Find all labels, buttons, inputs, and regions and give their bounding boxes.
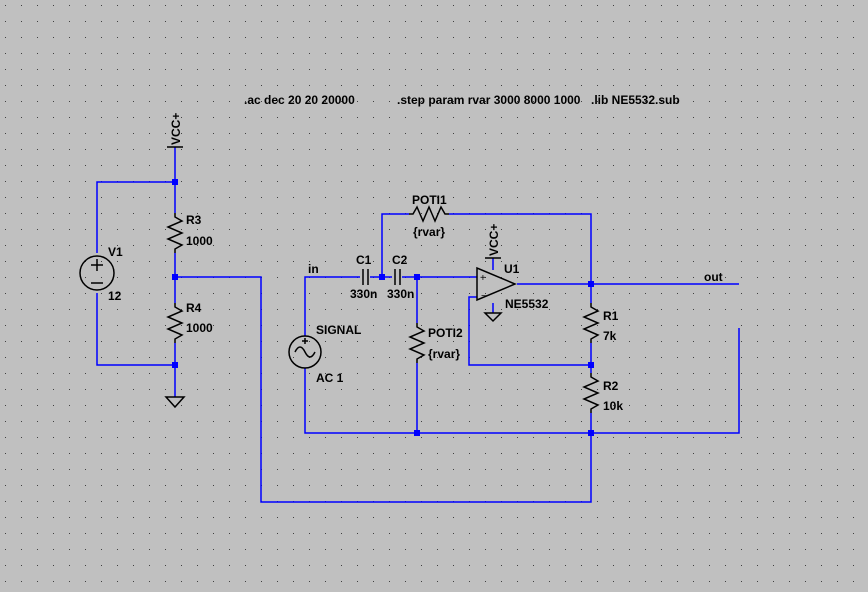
- junction: [588, 281, 594, 287]
- u1-opamp[interactable]: + − U1 NE5532: [476, 262, 549, 311]
- v1-voltage-source[interactable]: V1 12: [79, 245, 123, 303]
- signal-source[interactable]: SIGNAL AC 1: [288, 323, 361, 385]
- r1-resistor[interactable]: R1 7k: [582, 303, 619, 343]
- r1-value: 7k: [603, 329, 617, 343]
- poti2-resistor[interactable]: POTI2 {rvar}: [408, 323, 463, 363]
- c1-capacitor[interactable]: C1 330n: [350, 253, 377, 301]
- r3-value: 1000: [186, 234, 213, 248]
- poti2-name: POTI2: [428, 326, 463, 340]
- vcc-label: VCC+: [487, 224, 501, 256]
- c2-capacitor[interactable]: C2 330n: [387, 253, 414, 301]
- c1-value: 330n: [350, 287, 377, 301]
- svg-text:−: −: [481, 291, 487, 302]
- u1-name: U1: [504, 262, 520, 276]
- r2-name: R2: [603, 379, 619, 393]
- junction: [172, 179, 178, 185]
- r4-name: R4: [186, 301, 202, 315]
- poti1-resistor[interactable]: POTI1 {rvar}: [409, 193, 449, 239]
- vcc-flag-opamp[interactable]: VCC+: [485, 224, 501, 259]
- c1-name: C1: [356, 253, 372, 267]
- v1-value: 12: [108, 289, 122, 303]
- v1-name: V1: [108, 245, 123, 259]
- poti1-value: {rvar}: [413, 225, 445, 239]
- poti2-value: {rvar}: [428, 347, 460, 361]
- junction: [588, 362, 594, 368]
- vcc-label: VCC+: [169, 113, 183, 145]
- r4-resistor[interactable]: R4 1000: [166, 301, 213, 343]
- junction: [172, 362, 178, 368]
- grid-dots: [5, 5, 854, 582]
- in-net-label[interactable]: in: [308, 262, 319, 276]
- junction: [379, 274, 385, 280]
- junctions: [172, 179, 594, 436]
- r3-resistor[interactable]: R3 1000: [166, 213, 213, 253]
- junction: [414, 430, 420, 436]
- step-directive[interactable]: .step param rvar 3000 8000 1000: [397, 93, 581, 107]
- lib-directive[interactable]: .lib NE5532.sub: [591, 93, 680, 107]
- c2-value: 330n: [387, 287, 414, 301]
- r1-name: R1: [603, 309, 619, 323]
- c2-name: C2: [392, 253, 408, 267]
- poti1-name: POTI1: [412, 193, 447, 207]
- ac-directive[interactable]: .ac dec 20 20 20000: [244, 93, 355, 107]
- r2-resistor[interactable]: R2 10k: [582, 373, 623, 413]
- r3-name: R3: [186, 213, 202, 227]
- out-net-label[interactable]: out: [704, 270, 723, 284]
- u1-value: NE5532: [505, 297, 549, 311]
- junction: [172, 274, 178, 280]
- signal-name: SIGNAL: [316, 323, 361, 337]
- r4-value: 1000: [186, 321, 213, 335]
- junction: [414, 274, 420, 280]
- ground-symbol[interactable]: [164, 396, 186, 409]
- svg-text:+: +: [480, 273, 486, 284]
- opamp-ground-symbol[interactable]: [483, 312, 503, 323]
- junction: [588, 430, 594, 436]
- wires[interactable]: [96, 147, 740, 503]
- r2-value: 10k: [603, 399, 623, 413]
- signal-value: AC 1: [316, 371, 344, 385]
- vcc-flag-top[interactable]: VCC+: [167, 113, 183, 148]
